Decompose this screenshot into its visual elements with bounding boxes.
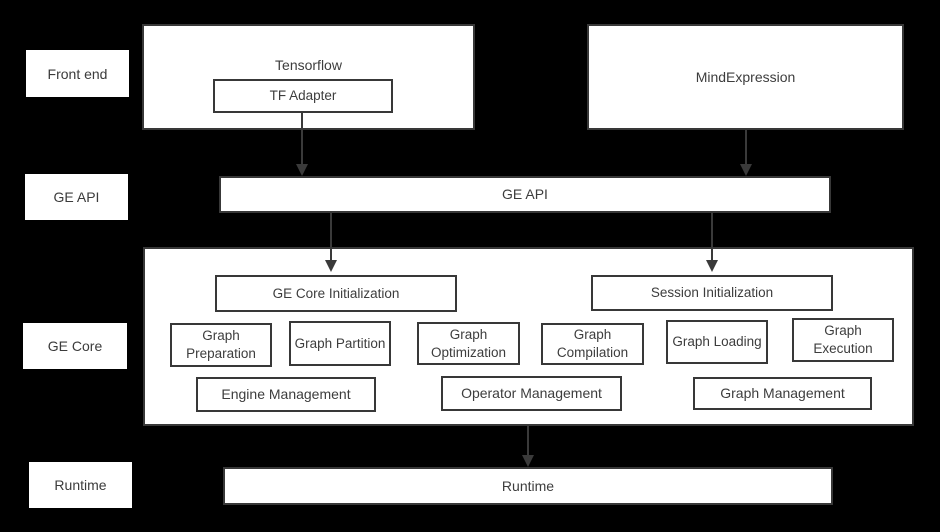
operator-management-label: Operator Management [461,385,602,402]
arrow-head-icon [296,164,308,176]
layer-label-ge-api-text: GE API [53,189,100,205]
arrow-head-icon [325,260,337,272]
arrow-head-icon [740,164,752,176]
arrow-line [745,130,747,164]
engine-management-box: Engine Management [196,377,376,412]
graph-optimization-label: Graph Optimization [430,326,507,360]
session-initialization-label: Session Initialization [650,285,774,301]
layer-label-runtime-text: Runtime [54,477,107,493]
arrow-ge-api-to-ge-core-initialization [325,213,337,272]
arrow-tf-adapter-to-ge-api [296,113,308,176]
arrow-mind-expression-to-ge-api [740,130,752,176]
arrow-line [711,213,713,260]
mind-expression-box: MindExpression [587,24,904,130]
layer-label-runtime: Runtime [29,462,132,508]
layer-label-front-end: Front end [26,50,129,97]
graph-loading-box: Graph Loading [666,320,768,364]
graph-compilation-label: Graph Compilation [556,327,629,360]
ge-api-bar-label: GE API [502,186,548,203]
arrow-line [301,113,303,164]
ge-core-initialization-box: GE Core Initialization [215,275,457,312]
ge-core-initialization-label: GE Core Initialization [272,285,400,301]
arrow-line [527,426,529,455]
mind-expression-label: MindExpression [695,68,796,85]
runtime-bar: Runtime [223,467,833,505]
layer-label-front-end-text: Front end [47,65,108,82]
ge-core-box: GE Core Initialization Session Initializ… [143,247,914,426]
runtime-bar-label: Runtime [501,477,555,494]
layer-label-ge-core-text: GE Core [47,338,103,354]
tf-adapter-label: TF Adapter [269,88,337,104]
ge-api-bar: GE API [219,176,831,213]
operator-management-box: Operator Management [441,376,622,411]
graph-partition-box: Graph Partition [289,321,391,366]
arrow-ge-core-to-runtime [522,426,534,467]
arrow-line [330,213,332,260]
graph-loading-label: Graph Loading [672,334,762,350]
arrow-ge-api-to-session-initialization [706,213,718,272]
session-initialization-box: Session Initialization [591,275,833,311]
layer-label-ge-core: GE Core [23,323,127,369]
graph-management-box: Graph Management [693,377,872,410]
layer-label-ge-api: GE API [25,174,128,220]
graph-optimization-box: Graph Optimization [417,322,520,365]
arrow-head-icon [522,455,534,467]
tensorflow-box: Tensorflow TF Adapter [142,24,475,130]
graph-execution-label: Graph Execution [813,323,873,356]
tf-adapter-box: TF Adapter [213,79,393,113]
arrow-head-icon [706,260,718,272]
graph-preparation-box: Graph Preparation [170,323,272,367]
graph-management-label: Graph Management [720,385,845,402]
graph-preparation-label: Graph Preparation [186,328,256,361]
engine-management-label: Engine Management [221,386,351,403]
graph-execution-box: Graph Execution [792,318,894,362]
graph-compilation-box: Graph Compilation [541,323,644,365]
graph-partition-label: Graph Partition [294,335,386,351]
tensorflow-label: Tensorflow [275,57,342,73]
